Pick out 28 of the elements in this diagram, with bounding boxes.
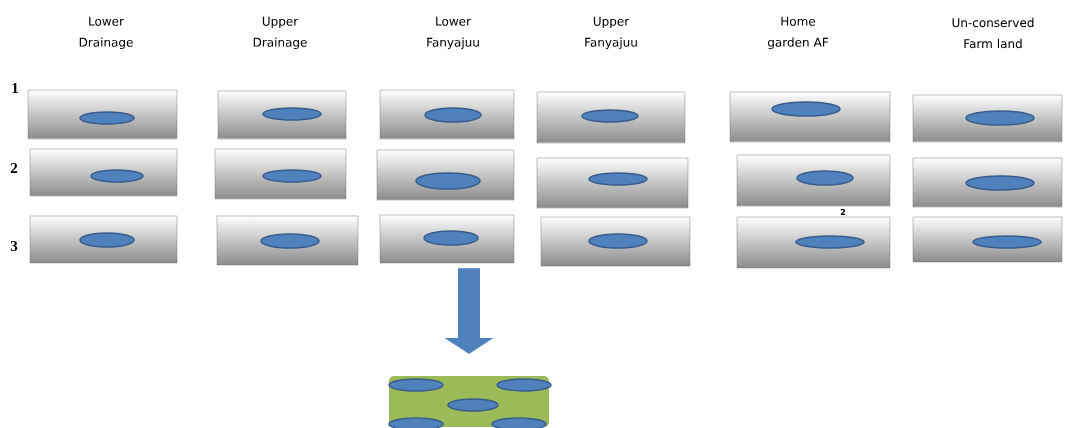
field-box [216,215,359,266]
field-box [217,90,347,140]
row-number: 2 [840,209,846,215]
row-number: 2 [10,163,18,173]
field-box [729,91,891,143]
field-box [736,154,891,207]
column-header: Lower Drainage [79,16,133,50]
field-box [379,89,515,140]
field-box [376,149,515,201]
column-header: Upper Drainage [253,16,307,50]
field-box [912,157,1063,208]
field-box [29,215,178,264]
row-number: 1 [12,83,18,93]
column-header: Upper Fanyajuu [585,16,637,50]
field-box [540,216,691,267]
column-header: Lower Fanyajuu [427,16,479,50]
field-box [214,148,347,200]
column-header: Un-conserved Farm land [952,17,1034,49]
field-box [912,216,1063,263]
field-box [379,214,515,264]
column-header: Home garden AF [767,16,828,50]
field-box [27,89,178,140]
field-box [29,148,178,197]
field-box [912,94,1063,143]
field-box [536,91,686,144]
field-box [536,157,689,209]
combined-box [387,374,552,428]
field-box [736,216,891,269]
